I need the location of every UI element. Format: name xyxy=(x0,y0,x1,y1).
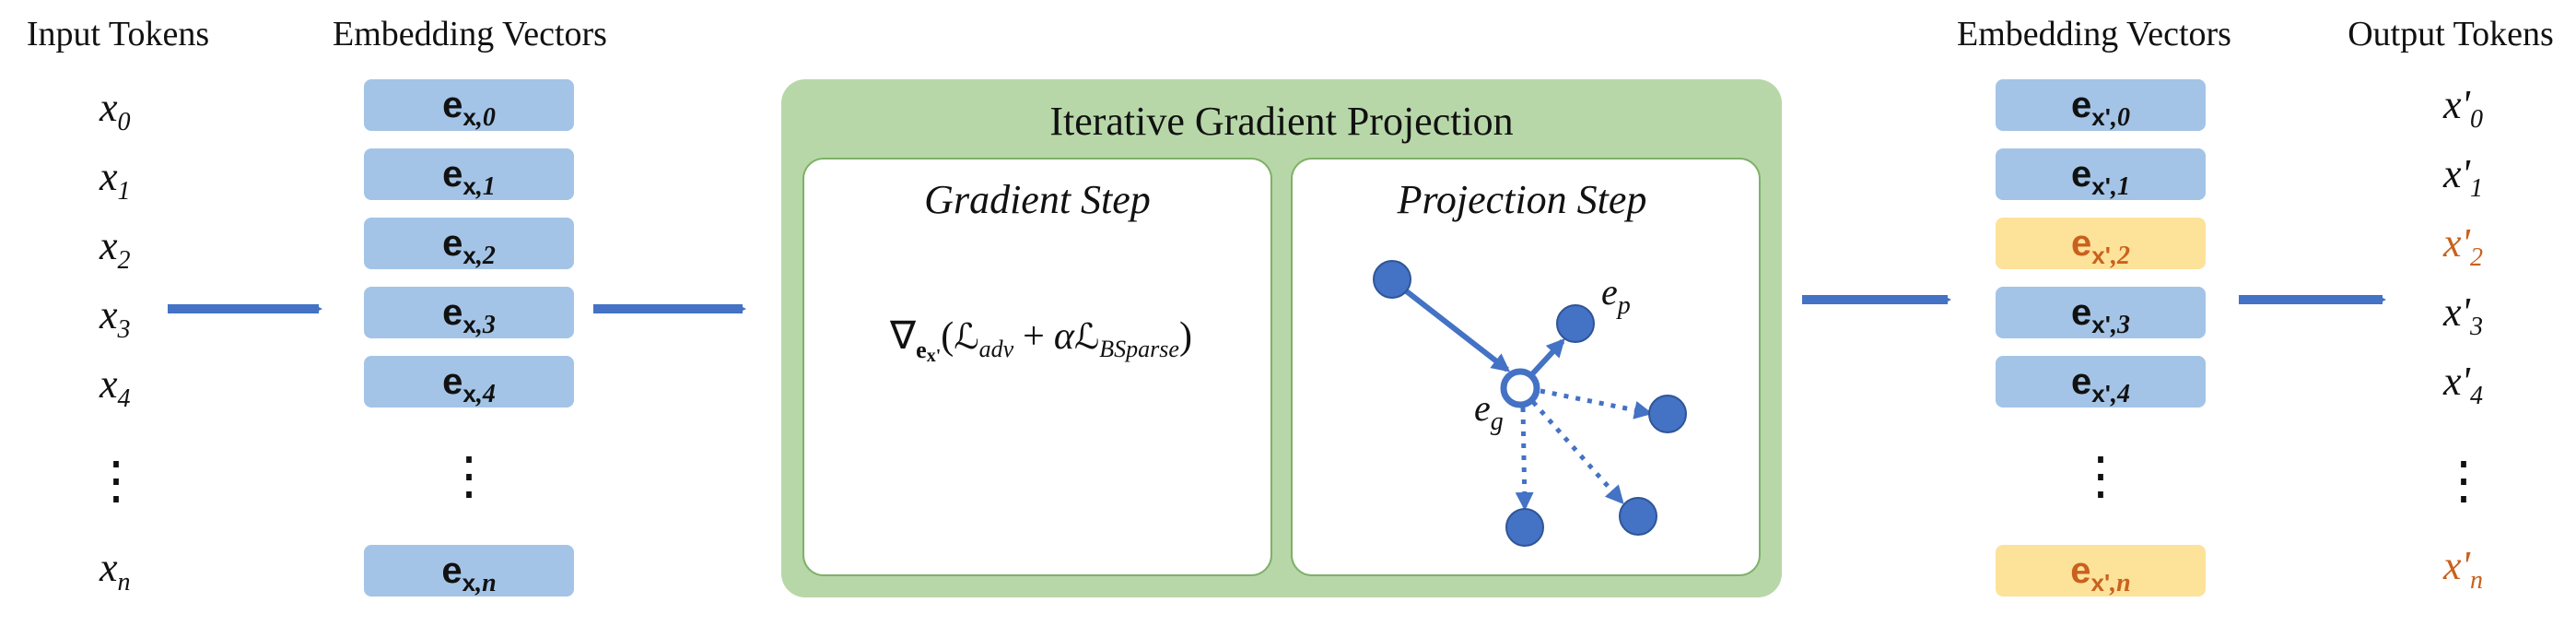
input-embedding-label-0: ex,0 xyxy=(442,85,496,132)
token-node-1 xyxy=(1648,395,1687,433)
input-embedding-column: ex,0 ex,1 ex,2 ex,3 ex,4 ⋮ ex,n xyxy=(364,79,574,597)
ep-node xyxy=(1556,304,1595,343)
ep-label: ep xyxy=(1601,271,1631,320)
gradient-step-title: Gradient Step xyxy=(924,177,1151,222)
eg-node xyxy=(1500,368,1540,408)
token-node-2 xyxy=(1619,497,1657,536)
output-token-2: x'2 xyxy=(2442,220,2483,272)
projection-graph: ep eg xyxy=(1373,260,1687,547)
embedding-vectors-right-header: Embedding Vectors xyxy=(1957,15,2231,53)
input-token-3: x3 xyxy=(99,292,131,344)
output-token-column: x'0 x'1 x'2 x'3 x'4 ⋮ x'n xyxy=(2438,82,2489,595)
output-embedding-box-2 xyxy=(1996,218,2206,269)
input-embedding-label-2: ex,2 xyxy=(442,223,496,270)
token-node-3 xyxy=(1505,508,1544,547)
iterative-gradient-projection-panel: Iterative Gradient Projection Gradient S… xyxy=(781,79,1782,597)
output-token-3: x'3 xyxy=(2442,289,2483,341)
output-embedding-label-1: ex',1 xyxy=(2071,154,2130,201)
output-token-0: x'0 xyxy=(2442,82,2483,134)
input-embedding-box-0 xyxy=(364,79,574,131)
input-embedding-box-n xyxy=(364,545,574,597)
input-token-4: x4 xyxy=(99,361,131,413)
output-embedding-label-n: ex',n xyxy=(2070,550,2130,597)
output-embedding-box-n xyxy=(1996,545,2206,597)
output-embedding-box-0 xyxy=(1996,79,2206,131)
input-token-column: x0 x1 x2 x3 x4 ⋮ xn xyxy=(90,85,142,597)
gradient-formula: ∇ex'(ℒadv+αℒBSparse) xyxy=(889,315,1192,366)
output-embedding-box-4 xyxy=(1996,356,2206,408)
output-embedding-label-2: ex',2 xyxy=(2071,223,2130,270)
output-embedding-label-4: ex',4 xyxy=(2071,361,2130,408)
output-embedding-ellipsis: ⋮ xyxy=(2075,448,2126,505)
input-token-ellipsis: ⋮ xyxy=(90,453,142,510)
distance-arrow-2 xyxy=(1531,400,1624,504)
input-tokens-header: Input Tokens xyxy=(27,15,209,53)
output-tokens-header: Output Tokens xyxy=(2348,15,2554,53)
output-token-4: x'4 xyxy=(2442,359,2483,410)
output-embedding-label-3: ex',3 xyxy=(2071,292,2130,339)
input-token-n: xn xyxy=(99,545,131,597)
distance-arrow-3 xyxy=(1515,407,1534,511)
input-embedding-label-4: ex,4 xyxy=(442,361,496,408)
output-token-ellipsis: ⋮ xyxy=(2438,453,2489,510)
output-embedding-label-0: ex',0 xyxy=(2071,85,2130,132)
output-token-1: x'1 xyxy=(2442,151,2483,203)
input-embedding-box-2 xyxy=(364,218,574,269)
input-embedding-ellipsis: ⋮ xyxy=(443,448,495,505)
input-token-2: x2 xyxy=(99,223,131,275)
embedding-vectors-left-header: Embedding Vectors xyxy=(333,15,607,53)
gradient-move-arrow xyxy=(1389,277,1511,372)
gradient-step-box xyxy=(802,158,1272,576)
input-token-1: x1 xyxy=(99,154,131,206)
output-embedding-column: ex',0 ex',1 ex',2 ex',3 ex',4 ⋮ ex',n xyxy=(1996,79,2206,597)
eg-label: eg xyxy=(1474,387,1504,436)
output-embedding-box-1 xyxy=(1996,148,2206,200)
panel-title: Iterative Gradient Projection xyxy=(1049,99,1513,144)
output-embedding-box-3 xyxy=(1996,287,2206,338)
start-node xyxy=(1373,260,1411,299)
input-embedding-label-n: ex,n xyxy=(441,550,496,597)
projection-step-title: Projection Step xyxy=(1397,177,1647,222)
input-embedding-label-1: ex,1 xyxy=(442,154,496,201)
input-token-0: x0 xyxy=(99,85,131,136)
input-embedding-box-4 xyxy=(364,356,574,408)
output-token-n: x'n xyxy=(2442,543,2483,595)
input-embedding-box-3 xyxy=(364,287,574,338)
projection-step-box xyxy=(1291,158,1761,576)
input-embedding-label-3: ex,3 xyxy=(442,292,496,339)
input-embedding-box-1 xyxy=(364,148,574,200)
